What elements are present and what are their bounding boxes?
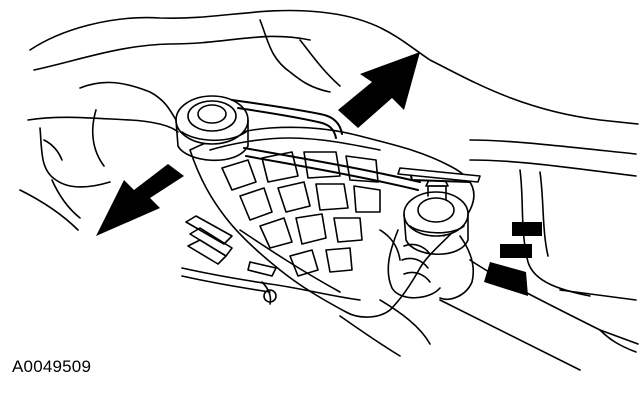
figure-id-label: A0049509 [12,357,92,376]
solid-arrow-icon [96,164,184,236]
wiring-harness-connector [181,215,431,357]
drive-belt [231,99,471,191]
motion-marks [500,222,542,258]
engine-housing-outline [19,9,639,231]
chassis-rail [439,139,639,371]
tensioner-pulley [387,177,475,300]
belt-tool-bar [397,167,481,183]
solid-arrow-icon [484,262,528,296]
upper-pulley [175,95,249,162]
solid-arrow-icon [338,52,420,128]
